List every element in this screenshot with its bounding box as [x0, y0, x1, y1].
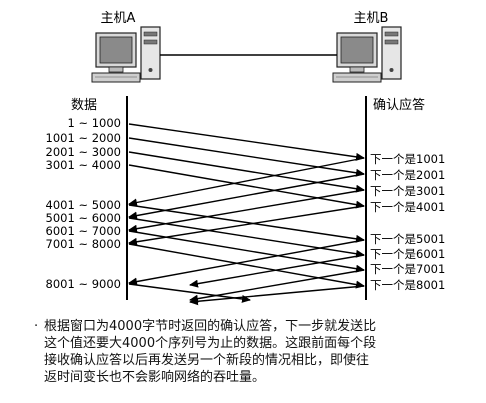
ack-label: 下一个是3001: [370, 184, 445, 198]
data-segment-arrow: [128, 164, 365, 209]
ack-arrow: [189, 285, 365, 306]
host-b-computer-icon: [332, 26, 402, 83]
segment-label: 4001 ~ 5000: [46, 198, 121, 212]
note-line: 返时间变长也不会影响网络的吞吐量。: [44, 370, 266, 385]
ack-label: 下一个是2001: [370, 168, 445, 182]
segment-label: 2001 ~ 3000: [46, 145, 121, 159]
note-line: 这个值还要大4000个序列号为止的数据。这跟前面每个段: [44, 336, 377, 351]
ack-arrow: [128, 189, 365, 233]
segment-label: 7001 ~ 8000: [46, 237, 121, 251]
explanation-note: ·根据窗口为4000字节时返回的确认应答，下一步就发送比 这个值还要大4000个…: [34, 318, 454, 386]
ack-label: 下一个是5001: [370, 232, 445, 246]
data-segment-arrow: [128, 123, 365, 161]
segment-label: 5001 ~ 6000: [46, 211, 121, 225]
host-a-computer-icon: [91, 26, 161, 83]
data-segment-arrow: [128, 283, 251, 303]
column-ack-label: 确认应答: [373, 97, 425, 113]
data-segment-arrow: [128, 243, 365, 289]
ack-label: 下一个是8001: [370, 278, 445, 292]
column-data-label: 数据: [71, 98, 97, 113]
diagram-canvas: 主机A 主机B 数据 确认应答 1 ~ 1000 1001 ~ 2000 200…: [46, 11, 445, 306]
arrows-group: [128, 123, 365, 306]
ack-arrow: [128, 157, 365, 207]
segment-label: 1001 ~ 2000: [46, 131, 121, 145]
ack-arrow: [189, 269, 365, 303]
host-b-label: 主机B: [354, 11, 389, 26]
data-segment-arrow: [128, 151, 365, 193]
ack-label: 下一个是1001: [370, 152, 445, 166]
ack-label: 下一个是4001: [370, 200, 445, 214]
segment-label: 6001 ~ 7000: [46, 224, 121, 238]
segment-label: 8001 ~ 9000: [46, 277, 121, 291]
ack-arrow: [128, 205, 365, 246]
note-line: ·根据窗口为4000字节时返回的确认应答，下一步就发送比: [34, 319, 377, 334]
note-bullet: ·: [34, 319, 39, 334]
data-segment-arrow: [128, 204, 365, 243]
ack-arrow: [128, 173, 365, 220]
segment-labels: 1 ~ 1000 1001 ~ 2000 2001 ~ 3000 3001 ~ …: [46, 116, 121, 291]
segment-label: 3001 ~ 4000: [46, 158, 121, 172]
data-segment-arrow: [128, 137, 365, 177]
host-a-label: 主机A: [101, 11, 136, 26]
ack-arrow: [189, 254, 365, 288]
segment-label: 1 ~ 1000: [67, 116, 121, 130]
ack-label: 下一个是6001: [370, 247, 445, 261]
ack-labels: 下一个是1001 下一个是2001 下一个是3001 下一个是4001 下一个是…: [370, 152, 445, 292]
note-line: 接收确认应答以后再发送另一个新段的情况相比，即使往: [44, 353, 370, 368]
ack-label: 下一个是7001: [370, 262, 445, 276]
ack-arrow: [128, 239, 365, 286]
data-segment-arrow: [128, 217, 365, 258]
